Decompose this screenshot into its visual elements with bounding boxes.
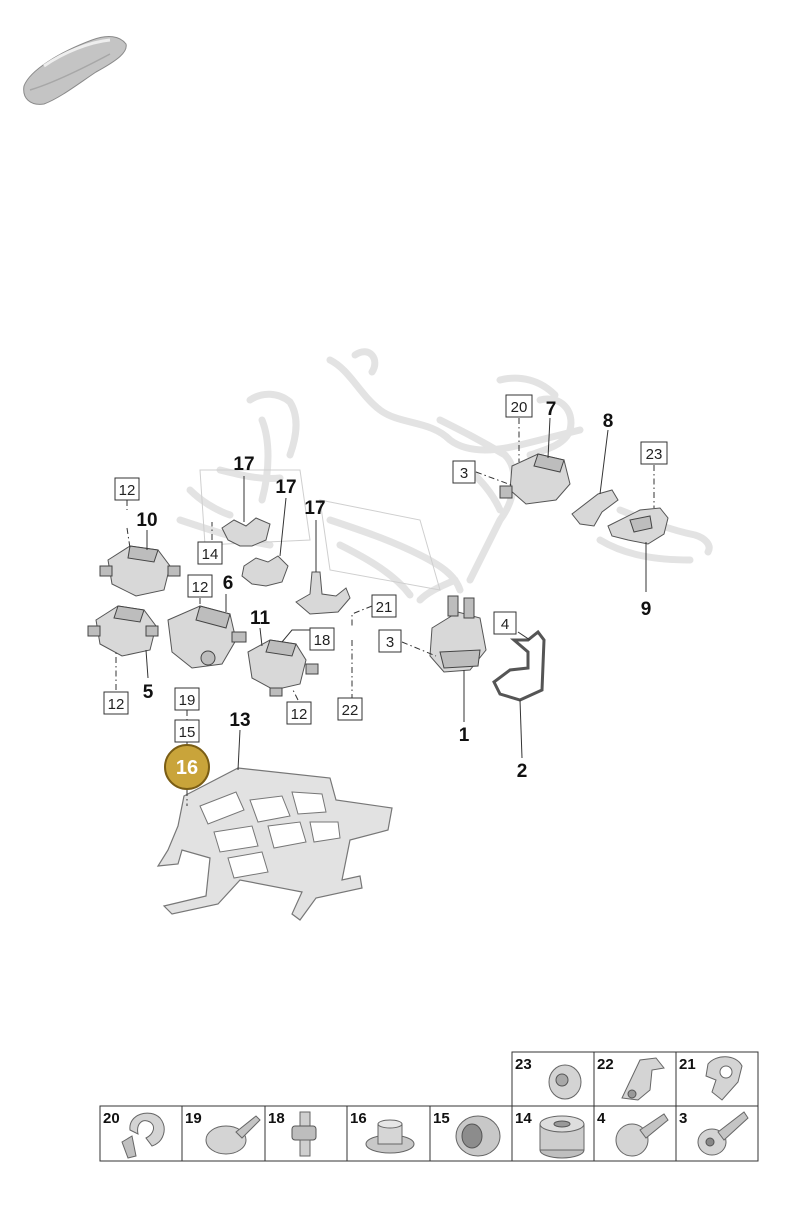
grid-cell-18[interactable]: 18 <box>264 1105 348 1162</box>
coolant-valve-11 <box>247 639 319 697</box>
coolant-valve-10 <box>99 545 181 597</box>
box-label-12-top: 12 <box>114 477 140 501</box>
svg-text:15: 15 <box>179 724 196 741</box>
svg-text:15: 15 <box>433 1110 450 1127</box>
callout-labels: 1 2 5 6 7 8 9 10 11 13 17 17 17 <box>136 399 651 782</box>
washer-nut-icon <box>548 1064 582 1100</box>
svg-text:16: 16 <box>176 757 198 779</box>
grid-cell-22[interactable]: 22 <box>593 1051 677 1107</box>
label-1: 1 <box>459 725 470 746</box>
stud-bolt-icon <box>291 1111 317 1157</box>
svg-text:3: 3 <box>679 1110 687 1127</box>
svg-text:18: 18 <box>314 632 331 649</box>
label-5: 5 <box>143 682 154 703</box>
grommet-icon <box>455 1115 501 1157</box>
grid-cell-20[interactable]: 20 <box>99 1105 183 1162</box>
svg-text:21: 21 <box>376 599 393 616</box>
coolant-pump-6 <box>167 605 247 669</box>
svg-text:16: 16 <box>350 1110 367 1127</box>
coolant-valve-1 <box>429 595 487 673</box>
svg-text:3: 3 <box>460 465 468 482</box>
box-label-18: 18 <box>309 627 335 651</box>
expansion-rivet-icon <box>205 1115 261 1155</box>
box-label-14: 14 <box>197 541 223 565</box>
label-13: 13 <box>229 710 250 731</box>
svg-text:20: 20 <box>511 399 528 416</box>
grid-cell-14[interactable]: 14 <box>511 1105 595 1162</box>
bracket-9 <box>607 507 669 545</box>
grid-cell-3[interactable]: 3 <box>675 1105 759 1162</box>
label-11: 11 <box>250 608 271 629</box>
box-label-21: 21 <box>371 594 397 618</box>
car-silhouette-icon <box>23 36 127 105</box>
rubber-bushing-icon <box>539 1115 585 1159</box>
bracket-clip-icon <box>621 1057 665 1101</box>
svg-text:23: 23 <box>515 1056 532 1073</box>
label-6: 6 <box>223 573 234 594</box>
label-7: 7 <box>546 399 557 420</box>
highlight-part-16[interactable]: 16 <box>164 744 210 790</box>
grid-cell-4[interactable]: 4 <box>593 1105 677 1162</box>
grid-cell-19[interactable]: 19 <box>181 1105 266 1162</box>
box-label-3-mid: 3 <box>378 629 402 653</box>
box-label-3-top: 3 <box>452 460 476 484</box>
box-label-4: 4 <box>493 611 517 635</box>
svg-text:22: 22 <box>597 1056 614 1073</box>
leader-lines <box>115 417 655 806</box>
bracket-17-c <box>295 571 351 615</box>
grid-cell-15[interactable]: 15 <box>429 1105 513 1162</box>
box-label-12-mid: 12 <box>187 574 213 598</box>
torx-bolt-icon <box>697 1111 749 1156</box>
boxed-labels: 12 14 12 12 12 19 15 18 <box>103 394 668 743</box>
svg-text:14: 14 <box>515 1110 532 1127</box>
svg-text:18: 18 <box>268 1110 285 1127</box>
svg-text:19: 19 <box>179 692 196 709</box>
box-label-20: 20 <box>505 394 533 418</box>
pan-head-bolt-icon <box>615 1113 669 1157</box>
label-9: 9 <box>641 599 652 620</box>
hose-clip-icon <box>121 1112 165 1159</box>
box-label-12-left: 12 <box>103 691 129 715</box>
box-label-19: 19 <box>174 687 200 711</box>
svg-text:4: 4 <box>597 1110 606 1127</box>
coolant-valve-5 <box>87 605 159 657</box>
label-2: 2 <box>517 761 528 782</box>
svg-text:19: 19 <box>185 1110 202 1127</box>
grid-cell-21[interactable]: 21 <box>675 1051 759 1107</box>
label-17-a: 17 <box>233 454 254 475</box>
bracket-8 <box>571 489 619 527</box>
svg-text:22: 22 <box>342 702 359 719</box>
grid-cell-16[interactable]: 16 <box>346 1105 431 1162</box>
box-label-23: 23 <box>640 441 668 465</box>
svg-text:12: 12 <box>108 696 125 713</box>
label-8: 8 <box>603 411 614 432</box>
svg-text:21: 21 <box>679 1056 696 1073</box>
svg-text:3: 3 <box>386 634 394 651</box>
svg-text:20: 20 <box>103 1110 120 1127</box>
box-label-15: 15 <box>174 719 200 743</box>
svg-text:4: 4 <box>501 616 509 633</box>
bracket-2 <box>492 629 546 702</box>
bracket-17-b <box>241 555 289 587</box>
double-clip-icon <box>705 1056 743 1101</box>
bracket-17-a <box>221 517 271 547</box>
label-17-c: 17 <box>304 498 325 519</box>
carrier-frame-13 <box>156 767 393 921</box>
box-label-22: 22 <box>337 697 363 721</box>
box-label-12-bottom: 12 <box>286 701 312 725</box>
label-10: 10 <box>136 510 157 531</box>
label-17-b: 17 <box>275 477 296 498</box>
grid-cell-23[interactable]: 23 <box>511 1051 595 1107</box>
parts-grid: 23 22 21 20 <box>99 1051 759 1162</box>
svg-text:14: 14 <box>202 546 219 563</box>
coolant-valve-7 <box>499 453 571 505</box>
svg-text:23: 23 <box>646 446 663 463</box>
svg-text:12: 12 <box>291 706 308 723</box>
svg-text:12: 12 <box>119 482 136 499</box>
svg-text:12: 12 <box>192 579 209 596</box>
flange-nut-icon <box>365 1119 415 1154</box>
